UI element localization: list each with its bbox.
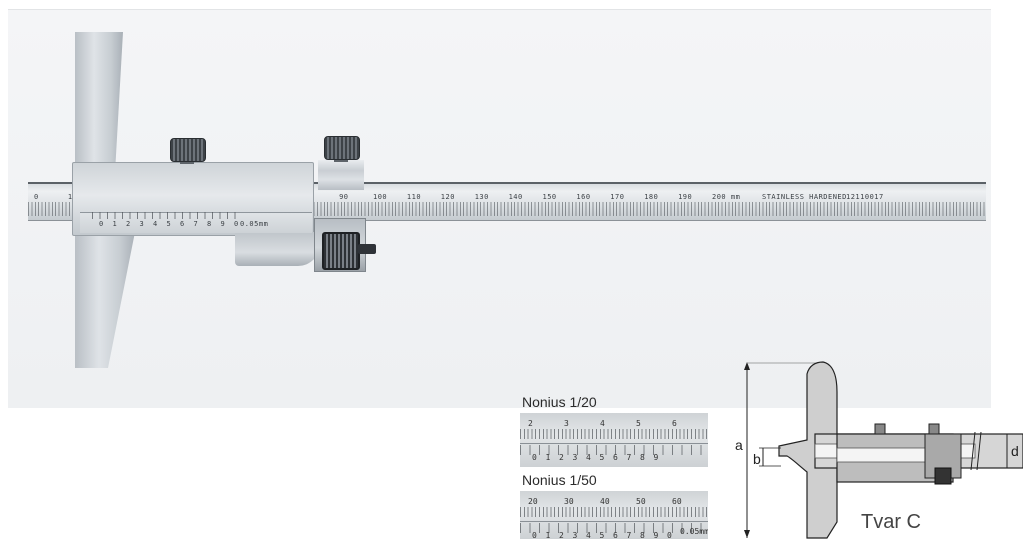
scale-number: 160 bbox=[576, 193, 591, 201]
vernier-number: 6 bbox=[180, 220, 185, 228]
fine-adjust-wheel bbox=[322, 232, 360, 270]
dim-a-arrow-bottom bbox=[744, 530, 750, 538]
inset-bottom-number: 2 bbox=[559, 453, 564, 462]
vernier-number: 5 bbox=[166, 220, 172, 228]
scale-number: 200 mm bbox=[712, 193, 741, 201]
diagram-fine-screw bbox=[928, 423, 940, 435]
scale-number: 110 bbox=[406, 193, 422, 201]
dim-b-label: b bbox=[753, 451, 761, 467]
scale-number: 190 bbox=[678, 193, 693, 201]
inset-bottom-number: 9 bbox=[653, 531, 659, 539]
vernier-number: 0 bbox=[234, 220, 239, 228]
inset-top-number: 20 bbox=[528, 497, 538, 506]
inset-top-number: 2 bbox=[528, 419, 533, 428]
inset-bottom-number: 4 bbox=[586, 531, 591, 539]
dim-a-label: a bbox=[735, 437, 743, 453]
diagram-lock-screw bbox=[874, 423, 886, 435]
inset-bottom-number: 0 bbox=[667, 531, 672, 539]
scale-number: 130 bbox=[474, 193, 489, 201]
nonius-20-label: Nonius 1/20 bbox=[522, 394, 597, 410]
fine-screw-knob bbox=[324, 136, 360, 160]
inset-bottom-number: 5 bbox=[599, 453, 605, 462]
inset-bottom-number: 0 bbox=[532, 453, 537, 462]
vernier-number: 2 bbox=[126, 220, 131, 228]
inset-bottom-number: 7 bbox=[626, 531, 632, 539]
slider-lower-jaw bbox=[235, 232, 320, 266]
vernier-number: 0 bbox=[99, 220, 104, 228]
inset-bottom-number: 2 bbox=[559, 531, 564, 539]
nonius-50-unit: 0.05mm bbox=[680, 527, 708, 536]
diagram-base bbox=[778, 361, 838, 539]
vernier-number: 1 bbox=[112, 220, 118, 228]
tvar-c-diagram: a b d Tvar C bbox=[735, 361, 1023, 539]
scale-number: 0 bbox=[34, 193, 39, 201]
vernier-ticks bbox=[92, 212, 242, 219]
fine-adjust-block bbox=[318, 160, 364, 190]
inset-bottom-number: 6 bbox=[613, 453, 618, 462]
scale-number: 170 bbox=[610, 193, 625, 201]
caliper-base-upper bbox=[75, 32, 123, 184]
inset-bottom-number: 5 bbox=[599, 531, 605, 539]
dim-d-label: d bbox=[1011, 443, 1019, 459]
inset-bottom-number: 6 bbox=[613, 531, 618, 539]
inset-top-number: 5 bbox=[636, 419, 641, 428]
inset-bottom-number: 4 bbox=[586, 453, 591, 462]
inset-top-number: 3 bbox=[564, 419, 569, 428]
vernier-number: 7 bbox=[193, 220, 199, 228]
inset-top-number: 4 bbox=[600, 419, 605, 428]
inset-bottom-number: 1 bbox=[545, 453, 551, 462]
scale-number: 120 bbox=[440, 193, 455, 201]
inset-bottom-number: 8 bbox=[640, 453, 645, 462]
inset-bottom-number: 8 bbox=[640, 531, 645, 539]
inset-top-number: 50 bbox=[636, 497, 646, 506]
inset-top-number: 6 bbox=[672, 419, 677, 428]
inset-bottom-number: 3 bbox=[572, 453, 578, 462]
vernier-number: 3 bbox=[139, 220, 145, 228]
inset-top-number: 60 bbox=[672, 497, 682, 506]
vernier-number: 8 bbox=[207, 220, 212, 228]
vernier-number: 9 bbox=[220, 220, 226, 228]
nonius-50-label: Nonius 1/50 bbox=[522, 472, 597, 488]
vernier-number: 4 bbox=[153, 220, 158, 228]
inset-bottom-number: 1 bbox=[545, 531, 551, 539]
scale-stamp: STAINLESS HARDENED bbox=[762, 193, 847, 201]
diagram-fine-wheel bbox=[934, 467, 952, 485]
inset-top-number: 30 bbox=[564, 497, 574, 506]
scale-serial: 12110017 bbox=[846, 193, 884, 201]
scale-number: 150 bbox=[542, 193, 557, 201]
inset-top-number: 40 bbox=[600, 497, 610, 506]
inset-bottom-number: 3 bbox=[572, 531, 578, 539]
vernier-unit: 0.05mm bbox=[240, 220, 269, 228]
scale-number: 100 bbox=[373, 193, 388, 201]
dim-a-arrow-top bbox=[744, 362, 750, 370]
inset-bottom-number: 0 bbox=[532, 531, 537, 539]
lock-screw-knob bbox=[170, 138, 206, 162]
fine-adjust-pin bbox=[358, 244, 376, 254]
inset-bottom-number: 7 bbox=[626, 453, 632, 462]
scale-number: 180 bbox=[644, 193, 659, 201]
inset-bottom-number: 9 bbox=[653, 453, 659, 462]
scale-number: 140 bbox=[508, 193, 523, 201]
scale-number: 90 bbox=[339, 193, 349, 201]
diagram-caption: Tvar C bbox=[861, 511, 921, 533]
